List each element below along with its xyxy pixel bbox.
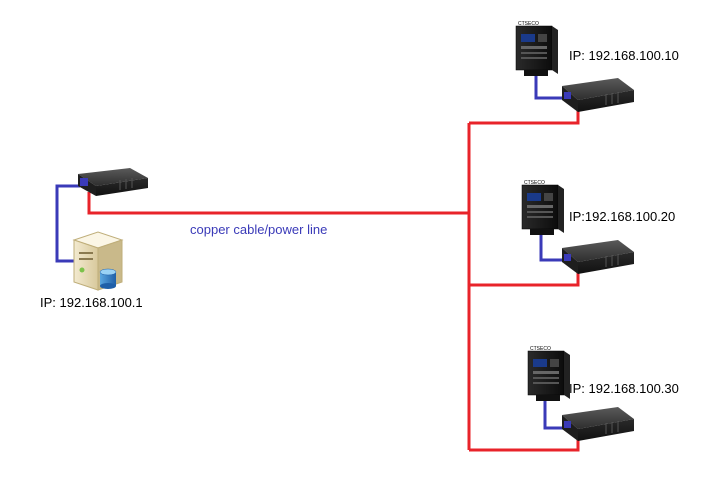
server-icon: [72, 231, 124, 291]
inverter-brand-label: CTSECO: [530, 346, 551, 352]
ethernet-device-1: [534, 70, 569, 100]
inverter-device-1: CTSECO: [515, 21, 558, 76]
inverter-brand-label: CTSECO: [524, 180, 545, 186]
left-plc-adapter: [78, 168, 148, 196]
device-3-ip-label: IP: 192.168.100.30: [569, 381, 679, 396]
server-ip-label: IP: 192.168.100.1: [40, 295, 143, 310]
ethernet-cables: [55, 70, 569, 430]
ethernet-server: [55, 184, 80, 263]
plc-adapter-3: [562, 407, 634, 441]
inverter-device-3: CTSECO: [527, 346, 570, 401]
power-line-branch-2: [469, 270, 580, 287]
ethernet-device-2: [539, 229, 569, 262]
ethernet-device-3: [543, 396, 569, 430]
device-2-ip-label: IP:192.168.100.20: [569, 209, 676, 224]
plc-adapter-1: [562, 78, 634, 112]
inverter-brand-label: CTSECO: [518, 21, 539, 27]
power-line-main: [87, 192, 469, 215]
cable-label: copper cable/power line: [190, 222, 328, 237]
inverter-device-2: CTSECO: [521, 180, 564, 235]
power-line-branch-3: [469, 437, 580, 452]
plc-adapter-2: [562, 240, 634, 274]
power-line: [87, 108, 580, 452]
device-1-ip-label: IP: 192.168.100.10: [569, 48, 679, 63]
power-line-branch-1: [469, 108, 580, 125]
